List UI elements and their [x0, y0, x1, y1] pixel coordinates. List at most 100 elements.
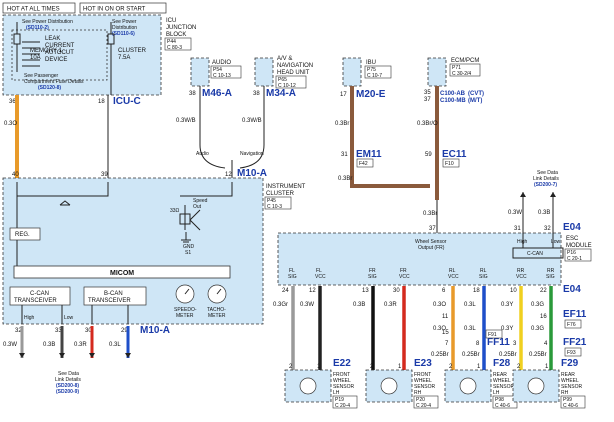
sensor-name-1: REAR: [493, 372, 507, 378]
ibu-title: IBU: [366, 60, 376, 66]
icu-see-power-2-code[interactable]: (SD110-6): [112, 31, 135, 37]
esc-connector-bottom: E04: [563, 284, 581, 295]
esc-sig-name-2: FR: [369, 268, 376, 274]
esc-see-data-1[interactable]: See Data: [537, 170, 558, 176]
av-connector-label: M34-A: [266, 88, 296, 99]
passenger-fuse-code[interactable]: (SD120-8): [38, 85, 61, 91]
sensor-ref: P19: [335, 397, 344, 403]
cb-code-1[interactable]: (SD200-8): [56, 383, 79, 389]
ef11-pin-1: 15: [442, 330, 449, 336]
av-pin: 38: [253, 91, 260, 97]
esc-sig-pin-5: 18: [473, 288, 480, 294]
sensor-name-4: RH: [414, 390, 422, 396]
esc-sig-name-6: RR: [517, 268, 525, 274]
micom-label: MICOM: [110, 270, 134, 277]
ecm-connector-1: C100-AB: [440, 91, 466, 97]
regulator-label: REG.: [15, 232, 30, 238]
esc-sig-pin-4: 6: [442, 288, 446, 294]
esc-can-wires: [522, 192, 554, 233]
cluster-title-1: INSTRUMENT: [266, 184, 306, 190]
ef11-pin-2: 16: [540, 314, 547, 320]
esc-connector-top: E04: [563, 222, 581, 233]
esc-sig-type-3: VCC: [399, 274, 410, 280]
sensor-ref-2: C 40-6: [563, 403, 578, 409]
lower-wire-label-7: 0.3G: [531, 302, 544, 308]
lower-wire-label-4: 0.3O: [433, 302, 446, 308]
esc-see-data-code[interactable]: (SD200-7): [534, 182, 557, 188]
sensor-ref-box: [560, 395, 586, 409]
ccan-high-label: High: [24, 315, 35, 321]
bcan-transceiver-box: [83, 286, 147, 306]
icu-see-power-1[interactable]: See Power Distribution: [22, 19, 73, 25]
audio-connector-label: M46-A: [202, 88, 232, 99]
cluster-fuse-icon: [107, 33, 115, 45]
cluster-pin-left: 40: [12, 172, 19, 178]
transistor-icon: [179, 205, 201, 231]
ecm-ref: P71: [452, 65, 461, 71]
passenger-fuse-link-2[interactable]: Compartment Fuse Details: [24, 79, 84, 85]
speed-out-label-2: Out: [193, 204, 202, 210]
av-branch-label: Navigation: [240, 151, 264, 157]
leak-device-lines: [22, 41, 40, 67]
speedometer-label-2: METER: [176, 313, 194, 319]
esc-sig-pin-1: 12: [309, 288, 316, 294]
passenger-fuse-link-1[interactable]: See Passenger: [24, 73, 59, 79]
ef11-ref: F76: [567, 322, 576, 328]
esc-sig-pin-6: 10: [510, 288, 517, 294]
icu-see-power-2[interactable]: See Power: [112, 19, 137, 25]
icu-pin-right: 18: [98, 99, 105, 105]
ccan-label-2: TRANSCEIVER: [14, 298, 57, 304]
icu-see-power-2b[interactable]: Distribution: [112, 25, 137, 31]
cb-see-data-1[interactable]: See Data: [58, 371, 79, 377]
icu-junction-block: ICU JUNCTION BLOCK P44 C 80-3 See Power …: [2, 14, 196, 107]
leak-label-4: DEVICE: [45, 57, 67, 63]
sensor-name-3: SENSOR: [333, 384, 355, 390]
esc-title-1: ESC: [566, 236, 579, 242]
ff-wire-label-1: 0.3L: [464, 326, 476, 332]
orange-wire-label: 0.3O: [4, 121, 17, 127]
cb-code-2[interactable]: (SD200-9): [56, 389, 79, 395]
audio-title: AUDIO: [212, 60, 231, 66]
cb-pin-2: 33: [55, 328, 62, 334]
ff-wire-bot-1: 0.25Br: [462, 352, 480, 358]
cb-see-data-2[interactable]: Link Details: [55, 377, 81, 383]
ecm-connector-1-variant: (CVT): [468, 91, 484, 97]
av-title-3: HEAD UNIT: [277, 70, 310, 76]
audio-unit: AUDIO P54 C 10-13 38 M46-A 0.3W/B Audio: [176, 57, 242, 169]
instrument-cluster: INSTRUMENT CLUSTER P45 C 10-3 40 39 REG.…: [2, 172, 306, 325]
cluster-fuse-label: CLUSTER: [118, 48, 147, 54]
audio-branch-label: Audio: [196, 151, 209, 157]
ec11-pin: 59: [425, 152, 432, 158]
leak-label-3: AUTOCUT: [45, 50, 74, 56]
cluster-speed-wiring: [180, 182, 233, 197]
speedometer-needle: [184, 288, 190, 295]
sensor-ref-2: C 20-4: [335, 403, 350, 409]
esc-ccan-label: C-CAN: [527, 251, 543, 257]
esc-can-block: [512, 233, 564, 259]
sensor-name-2: WHEEL: [414, 378, 432, 384]
av-title-2: NAVIGATION: [277, 63, 313, 69]
icu-see-power-1-code[interactable]: (SD110-2): [26, 25, 49, 31]
sensor-name-4: RH: [561, 390, 569, 396]
sensor-name-4: LH: [493, 390, 500, 396]
ccan-label-1: C-CAN: [30, 291, 49, 297]
cb-wire-1: 0.3W: [3, 342, 17, 348]
tachometer-label-2: METER: [208, 313, 226, 319]
ef11-connector-label: EF11: [563, 309, 587, 320]
ecm-pin-2: 37: [424, 97, 431, 103]
memory-fuse-icon: [13, 33, 21, 45]
esc-sig-type-1: VCC: [315, 274, 326, 280]
ccan-transceiver-box: [9, 286, 71, 306]
ec11-ref: F10: [445, 161, 454, 167]
sensor-ref-box: [413, 395, 439, 409]
ibu-unit: IBU P75 C 10-7 17 M20-E: [340, 57, 392, 100]
esc-see-data-2[interactable]: Link Details: [533, 176, 559, 182]
esc-data-link: See Data Link Details (SD200-7) 0.3W 0.3…: [429, 170, 581, 233]
lower-wire-label-6: 0.3Y: [501, 302, 513, 308]
ecm-ref-2: C 30-2/4: [452, 71, 471, 77]
ff-wire-label-3: 0.3G: [531, 326, 544, 332]
cluster-pin-right: 39: [101, 172, 108, 178]
lower-wire-label-3: 0.3R: [384, 302, 397, 308]
